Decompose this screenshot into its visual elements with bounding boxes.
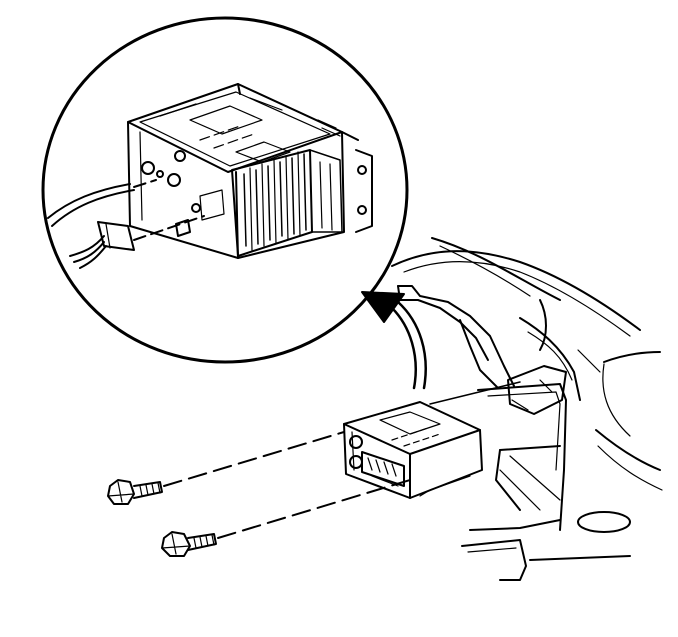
radio-chassis-detail bbox=[128, 84, 372, 258]
detail-circle bbox=[43, 18, 407, 362]
detail-arrow bbox=[362, 292, 426, 388]
instrument-panel-carrier bbox=[392, 238, 662, 580]
mounting-bolt-upper bbox=[108, 432, 344, 504]
wiring-connector bbox=[70, 216, 204, 268]
mounting-bolt-lower bbox=[162, 480, 410, 556]
radio-receiver bbox=[344, 402, 482, 498]
antenna-cable bbox=[48, 180, 156, 226]
heat-sink bbox=[232, 150, 342, 256]
alignment-line bbox=[430, 382, 520, 404]
